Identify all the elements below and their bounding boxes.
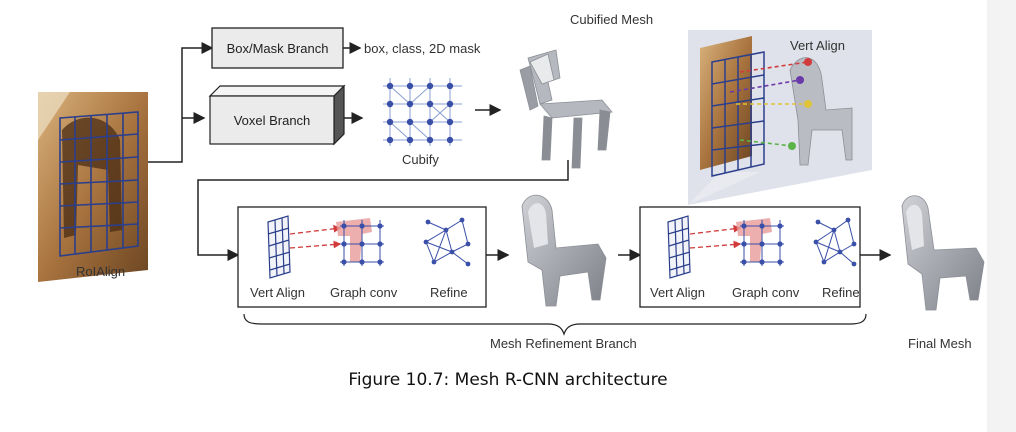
mesh-refinement-branch-label: Mesh Refinement Branch — [490, 336, 637, 351]
stage1-graph-conv-label: Graph conv — [330, 285, 398, 300]
stage2-graph-conv-label: Graph conv — [732, 285, 800, 300]
cubified-mesh-chair-icon — [519, 49, 613, 169]
cubify-grid-icon — [383, 78, 462, 146]
cubified-mesh-label: Cubified Mesh — [570, 12, 654, 27]
stage2-vert-align-label: Vert Align — [650, 285, 705, 300]
stage1-vert-align-grid-icon — [267, 215, 291, 279]
final-mesh-label: Final Mesh — [908, 336, 972, 351]
stage1-vert-align-label: Vert Align — [250, 285, 305, 300]
stage2-graph-conv-icon — [736, 218, 784, 266]
voxel-branch-label: Voxel Branch — [233, 112, 311, 128]
stage2-vert-align-grid-icon — [667, 215, 691, 279]
stage1-graph-conv-icon — [336, 218, 384, 266]
stage2-refine-label: Refine — [822, 285, 860, 300]
page-margin-strip — [987, 0, 1016, 432]
final-mesh-chair-icon — [901, 195, 985, 311]
stage1-refine-label: Refine — [430, 285, 468, 300]
box-mask-branch-box — [211, 27, 344, 69]
voxel-branch-box — [208, 84, 346, 146]
roi-grid-icon — [59, 111, 139, 257]
cubify-label: Cubify — [402, 152, 439, 167]
vert-align-detail-panel — [688, 30, 872, 205]
mesh-refinement-brace — [243, 313, 867, 336]
roialign-label: RoIAlign — [76, 264, 126, 279]
box-mask-branch-label: Box/Mask Branch — [226, 40, 329, 56]
stage2-refine-icon — [813, 217, 857, 267]
roialign-input-image — [38, 92, 148, 282]
stage1-refine-icon — [423, 217, 471, 267]
vert-align-title-label: Vert Align — [790, 38, 845, 53]
box-outputs-label: box, class, 2D mask — [364, 41, 481, 56]
intermediate-mesh-chair-icon — [521, 194, 607, 307]
figure-caption: Figure 10.7: Mesh R-CNN architecture — [348, 370, 668, 390]
